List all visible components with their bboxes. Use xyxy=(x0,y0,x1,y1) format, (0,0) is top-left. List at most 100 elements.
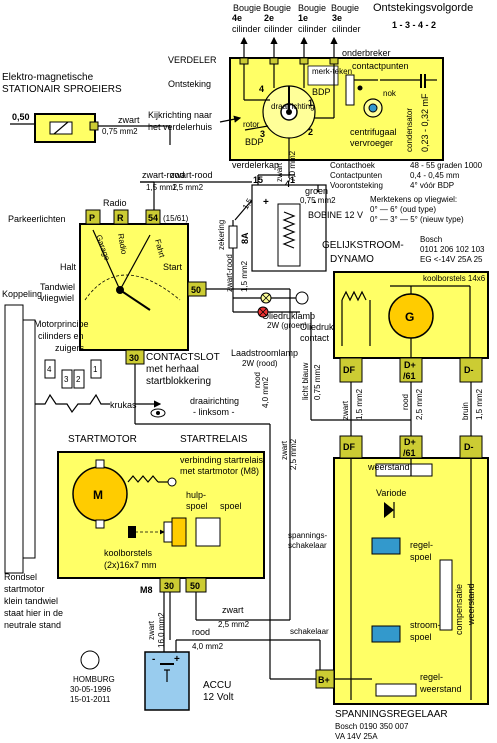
mark-label: merk-teken xyxy=(312,67,352,76)
svg-text:4,0 mm2: 4,0 mm2 xyxy=(192,642,224,651)
svg-text:30: 30 xyxy=(164,581,174,591)
ignition-switch: P R 54 (15/61) Parkeerlichten Radio Gara… xyxy=(8,181,220,387)
svg-text:Bosch: Bosch xyxy=(420,235,442,244)
svg-text:30-05-1996: 30-05-1996 xyxy=(70,685,111,694)
svg-text:/61: /61 xyxy=(403,448,416,458)
svg-text:VA 14V 25A: VA 14V 25A xyxy=(335,732,378,741)
svg-text:weerstand: weerstand xyxy=(419,684,462,694)
svg-text:spoel: spoel xyxy=(410,552,432,562)
svg-text:spoel: spoel xyxy=(186,501,208,511)
svg-text:koolborstels 14x6: koolborstels 14x6 xyxy=(423,274,486,283)
svg-text:rood: rood xyxy=(253,372,262,388)
svg-text:met herhaal: met herhaal xyxy=(146,364,199,375)
svg-text:3: 3 xyxy=(260,129,265,139)
svg-text:4° vóór BDP: 4° vóór BDP xyxy=(410,181,454,190)
charge-lamp-label: Laadstroomlamp xyxy=(231,348,298,358)
svg-text:zwart: zwart xyxy=(341,400,350,420)
footer-stamp: HOMBURG 30-05-1996 15-01-2011 xyxy=(70,650,115,704)
svg-text:Start: Start xyxy=(163,262,183,272)
distributor-title: VERDELER xyxy=(168,55,217,65)
svg-text:0° — 3° — 5° (nieuw type): 0° — 3° — 5° (nieuw type) xyxy=(370,215,464,224)
svg-text:Motorprincipe: Motorprincipe xyxy=(34,319,89,329)
svg-text:zwart: zwart xyxy=(222,605,244,615)
svg-text:koolborstels: koolborstels xyxy=(104,548,153,558)
svg-text:zuigers: zuigers xyxy=(55,343,85,353)
svg-text:Rondsel: Rondsel xyxy=(4,572,37,582)
svg-text:1,5 mm2: 1,5 mm2 xyxy=(240,260,249,292)
regulator-title: SPANNINGSREGELAAR xyxy=(335,709,448,720)
motor-symbol: M xyxy=(93,488,103,502)
svg-text:3: 3 xyxy=(64,375,69,384)
svg-text:0,75 mm2: 0,75 mm2 xyxy=(300,196,336,205)
svg-text:spannings-: spannings- xyxy=(288,531,327,540)
regulating-coil xyxy=(371,537,401,555)
svg-text:cilinders en: cilinders en xyxy=(38,331,84,341)
svg-text:vliegwiel: vliegwiel xyxy=(40,293,74,303)
svg-text:-: - xyxy=(313,197,316,208)
dynamo: GELIJKSTROOM- DYNAMO Bosch 0101 206 102 … xyxy=(322,235,489,383)
firing-order: 1 - 3 - 4 - 2 xyxy=(392,20,436,30)
svg-text:(15/61): (15/61) xyxy=(163,214,189,223)
plug-4-label: Bougie xyxy=(233,3,261,13)
svg-text:staat hier in de: staat hier in de xyxy=(4,608,63,618)
advance-label-2: vervroeger xyxy=(350,138,393,148)
svg-text:startblokkering: startblokkering xyxy=(146,376,211,387)
plug-1-label: Bougie xyxy=(298,3,326,13)
plug-2-label: Bougie xyxy=(263,3,291,13)
svg-text:+: + xyxy=(174,654,180,665)
svg-text:bruin: bruin xyxy=(461,402,470,420)
svg-text:1,5 mm2: 1,5 mm2 xyxy=(172,183,204,192)
plug-3-num: 3e xyxy=(332,13,342,23)
view-label-2: het verdelerhuis xyxy=(148,122,213,132)
svg-text:Contactpunten: Contactpunten xyxy=(330,171,382,180)
svg-text:startmotor: startmotor xyxy=(4,584,45,594)
svg-text:2,5 mm2: 2,5 mm2 xyxy=(289,438,298,470)
svg-text:0101 206 102 103: 0101 206 102 103 xyxy=(420,245,485,254)
svg-text:D-: D- xyxy=(464,442,474,452)
svg-text:54: 54 xyxy=(148,213,158,223)
svg-text:1: 1 xyxy=(308,98,313,108)
cam-label: nok xyxy=(383,89,397,98)
svg-text:schakelaar: schakelaar xyxy=(290,627,329,636)
fuse-value: 8A xyxy=(240,232,250,244)
distributor-subtitle: Ontsteking xyxy=(168,79,211,89)
svg-text:licht blauw: licht blauw xyxy=(301,362,310,400)
ignition-coil: BOBINE 12 V 15 4 1 + - zwart 7,0 mm2 gro… xyxy=(140,150,363,272)
svg-text:P: P xyxy=(89,213,95,223)
svg-text:hulp-: hulp- xyxy=(186,490,206,500)
svg-text:4,0 mm2: 4,0 mm2 xyxy=(261,376,270,408)
svg-text:4: 4 xyxy=(47,365,52,374)
svg-text:R: R xyxy=(117,213,124,223)
coil-top-wire: zwart-rood xyxy=(142,170,185,180)
svg-text:regel-: regel- xyxy=(420,672,443,682)
svg-text:0° — 6° (oud type): 0° — 6° (oud type) xyxy=(370,205,436,214)
advance-label-1: centrifugaal xyxy=(350,127,397,137)
svg-text:4: 4 xyxy=(259,84,264,94)
condenser-value: 0,23 - 0,32 mF xyxy=(420,93,430,152)
plug-3-label: Bougie xyxy=(331,3,359,13)
svg-text:weerstand: weerstand xyxy=(367,462,410,472)
svg-text:1: 1 xyxy=(93,365,98,374)
plug-2-num: 2e xyxy=(264,13,274,23)
breaker-label: onderbreker xyxy=(342,48,391,58)
svg-text:spoel: spoel xyxy=(410,632,432,642)
parking-lights-label: Parkeerlichten xyxy=(8,214,66,224)
svg-text:BDP: BDP xyxy=(245,137,264,147)
starter-title: STARTMOTOR xyxy=(68,434,137,445)
rotor-label: rotor xyxy=(243,120,260,129)
svg-text:0,75 mm2: 0,75 mm2 xyxy=(102,127,138,136)
svg-text:Oliedruk: Oliedruk xyxy=(300,322,334,332)
ignition-title: CONTACTSLOT xyxy=(146,352,220,363)
plug-1-num: 1e xyxy=(298,13,308,23)
svg-text:krukas: krukas xyxy=(110,400,137,410)
svg-text:Tandwiel: Tandwiel xyxy=(40,282,75,292)
plug-4-sub: cilinder xyxy=(232,24,261,34)
svg-text:Halt: Halt xyxy=(60,262,77,272)
svg-text:DF: DF xyxy=(343,365,355,375)
idle-jet: Elektro-magnetische STATIONAIR SPROEIERS… xyxy=(2,72,171,145)
svg-text:Variode: Variode xyxy=(376,488,406,498)
svg-text:1,5 mm2: 1,5 mm2 xyxy=(475,388,484,420)
svg-text:verbinding startrelais: verbinding startrelais xyxy=(180,455,264,465)
svg-text:16,0 mm2: 16,0 mm2 xyxy=(157,612,166,648)
svg-text:+: + xyxy=(263,197,269,208)
